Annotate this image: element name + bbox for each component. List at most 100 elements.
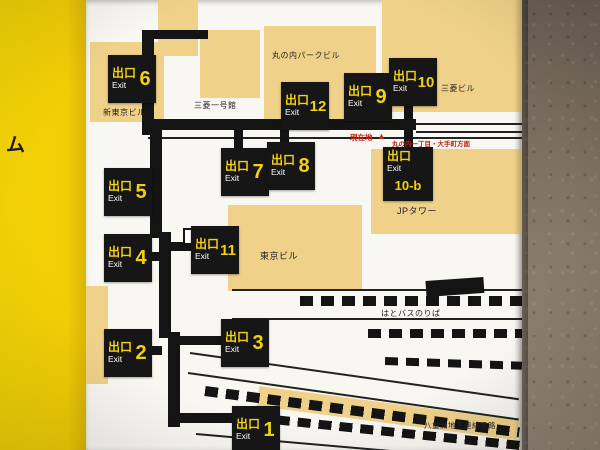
exit-number: 1 <box>263 418 275 441</box>
exit-sign-text: 出口 Exit <box>104 179 133 204</box>
exit-sign-8: 出口 Exit 8 <box>267 142 315 190</box>
exit-kanji: 出口 <box>108 245 133 260</box>
exit-number: 9 <box>375 85 387 108</box>
label-hato-bus-stop: はとバスのりば <box>381 309 441 318</box>
exit-sign-12: 出口 Exit 12 <box>281 82 329 130</box>
exit-number: 6 <box>139 67 151 90</box>
dashed-bar <box>368 329 522 338</box>
building-tokyo <box>228 205 362 291</box>
exit-latin: Exit <box>195 251 210 262</box>
passage-line <box>159 232 171 338</box>
exit-sign-5: 出口 Exit 5 <box>104 168 152 216</box>
exit-latin: Exit <box>348 98 363 109</box>
exit-latin: Exit <box>225 344 240 355</box>
exit-latin: Exit <box>236 431 251 442</box>
building-label-shin-tokyo: 新東京ビル <box>103 108 146 117</box>
exit-sign-text: 出口 Exit <box>221 159 250 184</box>
exit-sign-text: 出口 Exit <box>344 84 373 109</box>
building-block <box>158 0 198 56</box>
exit-kanji: 出口 <box>108 340 133 355</box>
direction-sign-label: 丸の内一丁目・大手町方面 <box>392 141 470 148</box>
exit-sign-text: 出口 Exit <box>191 237 220 262</box>
street-line <box>416 123 522 125</box>
exit-latin: Exit <box>108 259 123 270</box>
exit-latin: Exit <box>387 162 402 173</box>
exit-sign-7: 出口 Exit 7 <box>221 148 269 196</box>
exit-number: 3 <box>252 331 264 354</box>
exit-number: 5 <box>135 180 147 203</box>
street-line <box>148 137 522 139</box>
exit-kanji: 出口 <box>108 179 133 194</box>
exit-number: 11 <box>220 241 236 259</box>
exit-latin: Exit <box>285 107 300 118</box>
exit-number: 10-b <box>394 178 422 194</box>
exit-sign-text: 出口 Exit <box>383 147 411 174</box>
building-label-tokyo: 東京ビル <box>260 251 299 261</box>
exit-kanji: 出口 <box>236 417 261 432</box>
dashed-bar <box>300 296 522 306</box>
street-line <box>416 131 522 133</box>
street-line <box>232 318 522 320</box>
exit-latin: Exit <box>225 173 240 184</box>
passage-line <box>142 30 208 39</box>
current-location-marker: 現在地 ▲ <box>350 127 386 145</box>
exit-latin: Exit <box>112 80 127 91</box>
exit-latin: Exit <box>393 83 408 94</box>
exit-number: 2 <box>135 341 147 364</box>
building-mitsubishi-ichigokan <box>200 30 260 98</box>
passage-line <box>150 130 162 238</box>
exit-sign-11: 出口 Exit 11 <box>191 226 239 274</box>
current-location-label: 現在地 <box>350 133 373 142</box>
exit-number: 7 <box>252 160 264 183</box>
sign-frame-left: ム <box>0 0 86 450</box>
exit-kanji: 出口 <box>112 66 137 81</box>
exit-kanji: 出口 <box>393 69 418 84</box>
exit-sign-text: 出口 Exit <box>104 340 133 365</box>
building-blob <box>425 276 485 297</box>
exit-kanji: 出口 <box>271 153 296 168</box>
exit-sign-text: 出口 Exit <box>267 153 296 178</box>
exit-sign-text: 出口 Exit <box>281 93 310 118</box>
exit-kanji: 出口 <box>195 237 220 252</box>
partial-side-text: ム <box>6 135 26 156</box>
exit-sign-text: 出口 Exit <box>108 66 137 91</box>
exit-latin: Exit <box>271 167 286 178</box>
exit-sign-1: 出口 Exit 1 <box>232 406 280 450</box>
exit-sign-text: 出口 Exit <box>221 330 250 355</box>
wall-background <box>522 0 600 450</box>
exit-sign-3: 出口 Exit 3 <box>221 319 269 367</box>
exit-latin: Exit <box>108 193 123 204</box>
passage-line <box>150 252 161 261</box>
passage-line <box>160 242 194 251</box>
label-yaesu-passage: 八重洲地下連絡通路 <box>424 421 496 430</box>
dashed-bar <box>384 357 523 370</box>
exit-number: 8 <box>298 154 310 177</box>
exit-sign-text: 出口 Exit <box>232 417 261 442</box>
exit-kanji: 出口 <box>348 84 373 99</box>
exit-number: 4 <box>135 246 147 269</box>
exit-kanji: 出口 <box>387 149 412 163</box>
building-label-mitsubishi-ichigokan: 三菱一号館 <box>194 101 237 110</box>
building-block-left <box>86 286 108 384</box>
station-exit-map: 新東京ビル 三菱一号館 丸の内パークビル 三菱ビル JPタワー 東京ビル はとバ… <box>86 0 523 450</box>
building-label-marunouchi-park: 丸の内パークビル <box>272 51 340 60</box>
passage-line <box>234 130 243 152</box>
exit-kanji: 出口 <box>225 330 250 345</box>
exit-sign-10b: 出口 Exit 10-b <box>383 147 433 201</box>
exit-sign-2: 出口 Exit 2 <box>104 329 152 377</box>
passage-line <box>280 130 289 146</box>
exit-sign-9: 出口 Exit 9 <box>344 73 392 121</box>
exit-number: 10 <box>417 73 435 91</box>
map-edge-shadow <box>514 0 528 450</box>
passage-line <box>404 101 413 156</box>
street-line <box>232 289 522 291</box>
exit-latin: Exit <box>108 354 123 365</box>
passage-line <box>176 413 236 423</box>
exit-sign-10: 出口 Exit 10 <box>389 58 437 106</box>
exit-kanji: 出口 <box>225 159 250 174</box>
exit-kanji: 出口 <box>285 93 310 108</box>
exit-sign-text: 出口 Exit <box>104 245 133 270</box>
current-location-triangle-icon: ▲ <box>376 131 386 141</box>
exit-sign-4: 出口 Exit 4 <box>104 234 152 282</box>
